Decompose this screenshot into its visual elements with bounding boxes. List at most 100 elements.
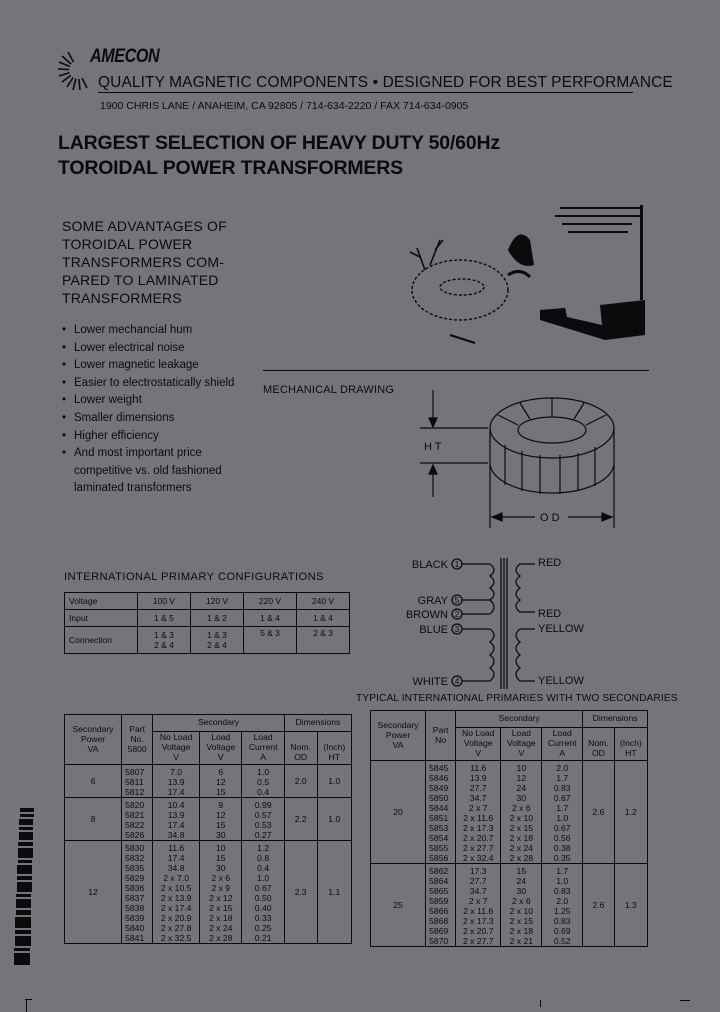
heading-line: TOROIDAL POWER xyxy=(62,236,193,252)
load-voltage-cell: 10 12 24 30 2 x 6 2 x 10 2 x 15 2 x 18 2… xyxy=(500,760,543,864)
cell: 240 V xyxy=(296,592,350,610)
ht-label: H T xyxy=(424,441,442,453)
table-row-group: 6 5807 5811 5812 7.0 13.9 17.4 6 12 15 1… xyxy=(63,764,353,798)
wire-label: RED xyxy=(538,557,561,569)
ht-cell: 1.0 xyxy=(316,764,353,798)
ht-cell: 1.0 xyxy=(316,797,353,841)
col-header: Part No xyxy=(425,710,457,761)
col-header: Load Voltage V xyxy=(199,731,243,765)
cell: 5 & 3 xyxy=(243,626,297,654)
table-row: 25 5862 5864 5865 5859 5866 5868 5869 58… xyxy=(369,863,649,947)
col-group-header: Dimensions xyxy=(283,714,353,732)
list-item: Lower mechancial hum xyxy=(62,322,247,340)
load-current-cell: 1.7 1.0 0.83 2.0 1.25 0.83 0.69 0.52 xyxy=(541,863,584,947)
col-header: Secondary Power VA xyxy=(63,714,123,765)
scan-mark xyxy=(540,1000,541,1007)
cell: 1 & 5 xyxy=(137,609,191,627)
od-cell: 2.3 xyxy=(283,840,318,944)
va-cell: 20 xyxy=(369,760,427,864)
transformer-table-2: Secondary Power VA Part No Secondary Dim… xyxy=(369,710,649,947)
part-cell: 5807 5811 5812 xyxy=(121,764,154,798)
va-cell: 6 xyxy=(63,764,123,798)
row-label: Connection xyxy=(64,626,138,654)
wire-label: BROWN xyxy=(406,609,448,621)
page-title: LARGEST SELECTION OF HEAVY DUTY 50/60Hz … xyxy=(58,131,500,181)
pin-number: 1 xyxy=(455,560,460,569)
wire-label: RED xyxy=(538,608,561,620)
table-row: 20 5845 5846 5849 5850 5844 5851 5853 58… xyxy=(369,760,649,864)
list-item: Easier to electrostatically shield xyxy=(62,375,247,393)
scan-mark xyxy=(680,1000,690,1001)
part-cell: 5845 5846 5849 5850 5844 5851 5853 5854 … xyxy=(425,760,457,864)
no-load-cell: 17.3 27.7 34.7 2 x 7 2 x 11.6 2 x 17.3 2… xyxy=(455,863,502,947)
col-group-header: Secondary xyxy=(152,714,285,732)
typical-table-title: TYPICAL INTERNATIONAL PRIMARIES WITH TWO… xyxy=(356,693,678,704)
ht-cell: 1.3 xyxy=(613,863,649,947)
divider xyxy=(263,370,649,371)
load-voltage-cell: 6 12 15 xyxy=(199,764,243,798)
wire-label: BLUE xyxy=(419,624,448,636)
cell: 2 & 3 xyxy=(296,626,350,654)
wire-label: YELLOW xyxy=(538,675,584,687)
title-line-1: LARGEST SELECTION OF HEAVY DUTY 50/60Hz xyxy=(58,132,500,154)
col-header: Load Current A xyxy=(241,731,285,765)
table-row-group: 20 5845 5846 5849 5850 5844 5851 5853 58… xyxy=(369,760,649,864)
table-row: 12 5830 5832 5835 5829 5836 5837 5838 58… xyxy=(63,840,353,944)
wire-label: BLACK xyxy=(412,559,449,571)
table-header-row: Secondary Power VA Part No Secondary Dim… xyxy=(369,710,648,761)
table-row: Connection 1 & 3 2 & 4 1 & 3 2 & 4 5 & 3… xyxy=(64,626,350,654)
pin-number: 5 xyxy=(455,596,460,605)
wire-label: GRAY xyxy=(418,595,449,607)
col-header: Load Voltage V xyxy=(500,727,543,761)
col-group-header: Dimensions xyxy=(582,710,648,728)
od-cell: 2.0 xyxy=(283,764,318,798)
mechanical-drawing-label: MECHANICAL DRAWING xyxy=(263,384,395,396)
col-header: Nom. OD xyxy=(582,727,615,761)
cell: 1 & 4 xyxy=(243,609,297,627)
row-label: Voltage xyxy=(64,592,138,610)
list-item: Smaller dimensions xyxy=(62,410,247,428)
no-load-cell: 11.6 17.4 34.8 2 x 7.0 2 x 10.5 2 x 13.9… xyxy=(152,840,201,944)
no-load-cell: 7.0 13.9 17.4 xyxy=(152,764,201,798)
part-cell: 5820 5821 5822 5826 xyxy=(121,797,154,841)
no-load-cell: 10.4 13.9 17.4 34.8 xyxy=(152,797,201,841)
cell: 220 V xyxy=(243,592,297,610)
va-cell: 12 xyxy=(63,840,123,944)
heading-line: SOME ADVANTAGES OF xyxy=(62,218,227,234)
load-voltage-cell: 15 24 30 2 x 6 2 x 10 2 x 15 2 x 18 2 x … xyxy=(500,863,543,947)
ht-cell: 1.2 xyxy=(613,760,649,864)
list-item: Lower electrical noise xyxy=(62,340,247,358)
heading-line: TRANSFORMERS xyxy=(62,290,182,306)
col-header: (Inch) HT xyxy=(316,731,353,765)
od-cell: 2.6 xyxy=(582,863,615,947)
address: 1900 CHRIS LANE / ANAHEIM, CA 92805 / 71… xyxy=(100,100,469,112)
pin-number: 4 xyxy=(455,677,460,686)
row-label: Input xyxy=(64,609,138,627)
table-row-group: 25 5862 5864 5865 5859 5866 5868 5869 58… xyxy=(369,863,649,947)
scan-mark xyxy=(26,1000,27,1012)
list-item: And most important price competitive vs.… xyxy=(62,445,247,498)
advantages-list: Lower mechancial hum Lower electrical no… xyxy=(62,322,247,498)
no-load-cell: 11.6 13.9 27.7 34.7 2 x 7 2 x 11.6 2 x 1… xyxy=(455,760,502,864)
title-line-2: TOROIDAL POWER TRANSFORMERS xyxy=(58,157,403,179)
col-header: No Load Voltage V xyxy=(152,731,201,765)
col-group-header: Secondary xyxy=(455,710,584,728)
product-photo xyxy=(409,205,645,344)
list-item: Higher efficiency xyxy=(62,428,247,446)
advantages-heading: SOME ADVANTAGES OF TOROIDAL POWER TRANSF… xyxy=(62,217,227,307)
od-label: O D xyxy=(540,512,560,524)
cell: 1 & 3 2 & 4 xyxy=(137,626,191,654)
ht-cell: 1.1 xyxy=(316,840,353,944)
load-voltage-cell: 10 15 30 2 x 6 2 x 9 2 x 12 2 x 15 2 x 1… xyxy=(199,840,243,944)
od-cell: 2.6 xyxy=(582,760,615,864)
load-voltage-cell: 9 12 15 30 xyxy=(199,797,243,841)
va-cell: 8 xyxy=(63,797,123,841)
wire-label: WHITE xyxy=(413,676,448,688)
col-header: (Inch) HT xyxy=(613,727,649,761)
brand-name: AMECON xyxy=(90,46,160,67)
col-header: Part No. 5800 xyxy=(121,714,154,765)
transformer-table-1: Secondary Power VA Part No. 5800 Seconda… xyxy=(63,714,353,944)
table-header-row: No Load Voltage V Load Voltage V Load Cu… xyxy=(65,731,353,765)
pin-number: 2 xyxy=(455,610,460,619)
list-item: Lower magnetic leakage xyxy=(62,357,247,375)
